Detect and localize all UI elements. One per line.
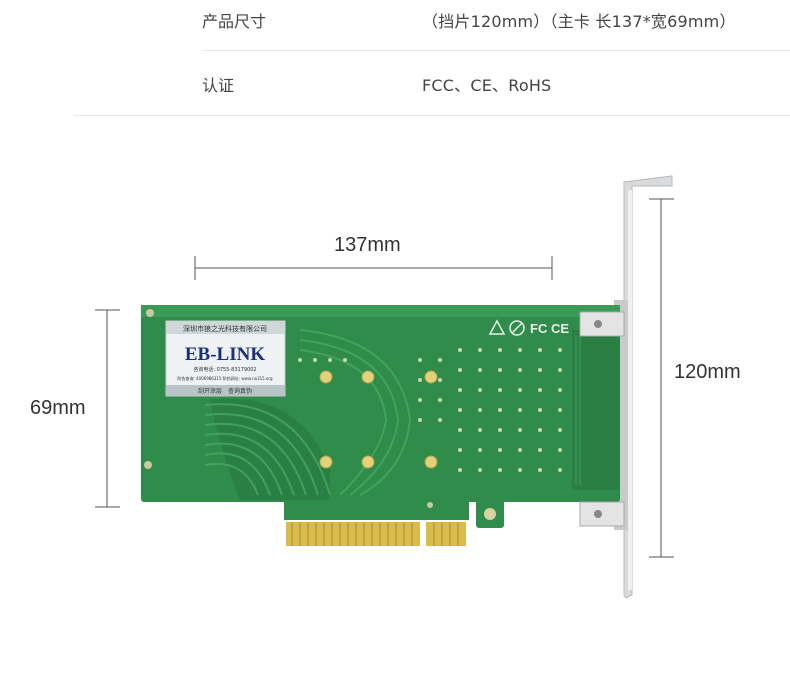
length-label: 137mm: [334, 234, 401, 256]
spec-label: 认证: [202, 76, 235, 95]
cert-marks-text: FC CE: [530, 321, 569, 336]
sticker-brand: EB-LINK: [185, 344, 265, 365]
spec-value: （挡片120mm）（主卡 长137*宽69mm）: [422, 12, 736, 31]
bracket-height-label: 120mm: [674, 361, 741, 383]
sticker-footer: 刮开涂层 查询真伪: [198, 387, 252, 395]
pcb-board: [141, 305, 625, 546]
sticker-phone: 咨询电话: 0755-83179002: [193, 366, 256, 373]
divider: [202, 50, 790, 51]
spec-value: FCC、CE、RoHS: [422, 76, 552, 95]
divider: [74, 115, 790, 116]
spec-label: 产品尺寸: [202, 12, 267, 31]
certification-icons: [488, 319, 525, 336]
sticker-verify: 防伪查询: 4006986315 防伪网址: www.no315.org: [177, 375, 273, 381]
bracket: [614, 175, 673, 599]
bracket-dimension-line: [649, 198, 674, 558]
height-label: 69mm: [30, 397, 86, 419]
height-dimension-line: [95, 309, 120, 508]
length-dimension-line: [194, 256, 553, 280]
sticker-company: 深圳市狼之光科技有限公司: [183, 324, 267, 333]
security-sticker: [165, 320, 286, 397]
